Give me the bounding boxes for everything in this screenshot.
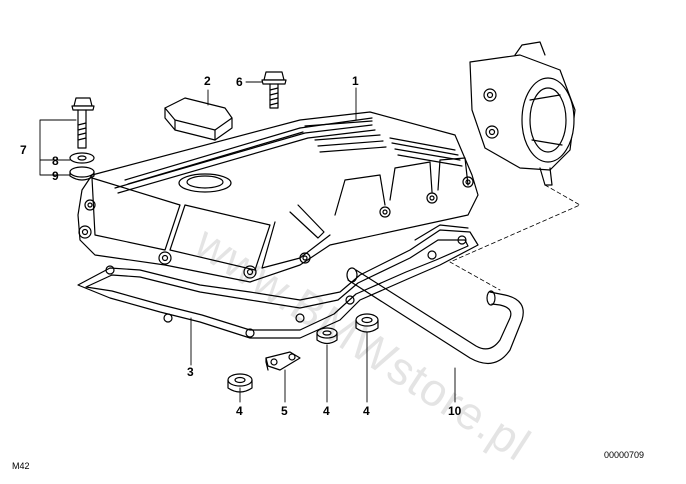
callout-4-middle: 4 <box>323 404 330 418</box>
bolt-part-6 <box>261 71 287 109</box>
callout-4-left: 4 <box>236 404 243 418</box>
intake-connector <box>469 41 576 186</box>
grommet-part-4-middle <box>316 327 338 345</box>
callout-1: 1 <box>352 74 359 88</box>
valve-cover <box>77 111 479 283</box>
seal-part-5 <box>265 351 301 371</box>
washer-part-8 <box>69 152 95 164</box>
model-code-label: M42 <box>12 461 30 471</box>
callout-6: 6 <box>236 75 243 89</box>
leader-line-7-bracket <box>39 119 77 176</box>
diagram-number-label: 00000709 <box>604 450 645 460</box>
callout-4-right: 4 <box>363 404 370 418</box>
bolt-part-7 <box>71 97 95 149</box>
callout-2: 2 <box>204 74 211 88</box>
callout-7: 7 <box>20 143 27 157</box>
valve-cover-gasket <box>77 224 479 339</box>
oil-filler-cap <box>164 97 233 141</box>
callout-5: 5 <box>281 404 288 418</box>
callout-9: 9 <box>52 169 59 183</box>
callout-8: 8 <box>52 154 59 168</box>
breather-hose <box>346 267 524 365</box>
callout-3: 3 <box>187 365 194 379</box>
callout-10: 10 <box>448 404 462 418</box>
grommet-part-4-right <box>355 313 379 333</box>
seal-part-9 <box>69 166 95 181</box>
dashed-connection-line <box>449 184 581 291</box>
